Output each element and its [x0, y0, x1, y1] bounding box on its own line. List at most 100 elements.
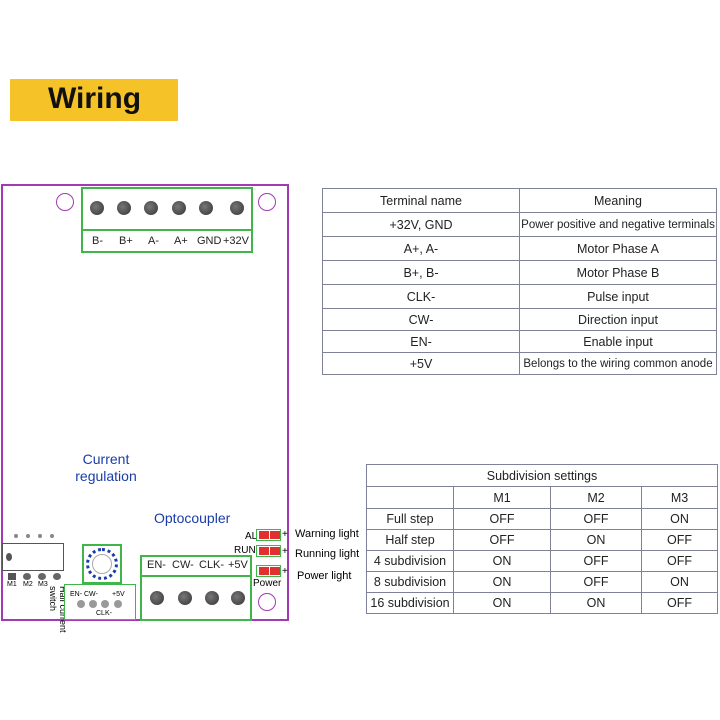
table-cell: Belongs to the wiring common anode — [519, 352, 717, 375]
terminal-label-b-plus: B+ — [119, 235, 133, 247]
top-terminal-block — [81, 187, 253, 231]
connector-pin — [89, 600, 97, 608]
terminal-screw — [231, 591, 245, 605]
table-row: 16 subdivision ON ON OFF — [366, 592, 718, 614]
power-led — [256, 565, 281, 577]
led-label-power: Power — [253, 578, 282, 589]
dip-toggle-m3[interactable] — [38, 573, 46, 580]
running-light-label: Running light — [295, 548, 360, 560]
terminal-screw — [117, 201, 131, 215]
table-cell: CLK- — [322, 284, 520, 309]
dip-toggle-m1[interactable] — [8, 573, 16, 580]
table-cell: Enable input — [519, 330, 717, 353]
potentiometer[interactable] — [82, 544, 122, 584]
table-row: EN- Enable input — [322, 330, 717, 353]
led-light — [259, 547, 269, 555]
table-cell: OFF — [453, 529, 551, 551]
led-light — [270, 567, 280, 575]
mounting-hole — [258, 193, 276, 211]
pin-dot — [26, 534, 30, 538]
subdivision-table-title: Subdivision settings — [366, 464, 718, 487]
table-cell: CW- — [322, 308, 520, 331]
table-row: +5V Belongs to the wiring common anode — [322, 352, 717, 375]
pin-dot — [14, 534, 18, 538]
table-header: Terminal name — [322, 188, 520, 213]
connector-pin — [114, 600, 122, 608]
connector-pin — [77, 600, 85, 608]
terminal-label-b-minus: B- — [92, 235, 103, 247]
mounting-hole — [56, 193, 74, 211]
dip-notch — [6, 553, 12, 561]
bottom-terminal-label-strip — [140, 555, 252, 575]
table-cell: Power positive and negative terminals — [519, 212, 717, 237]
table-cell: ON — [453, 571, 551, 593]
terminal-screw — [90, 201, 104, 215]
table-cell: OFF — [550, 571, 642, 593]
terminal-label-clk: CLK- — [199, 559, 225, 571]
power-light-label: Power light — [297, 570, 352, 582]
optocoupler-label: Optocoupler — [154, 510, 231, 526]
table-row: Half step OFF ON OFF — [366, 529, 718, 551]
dip-label-m3: M3 — [38, 581, 48, 588]
table-cell: Motor Phase B — [519, 260, 717, 285]
warning-led — [256, 529, 281, 541]
table-cell: ON — [453, 550, 551, 572]
table-cell: Pulse input — [519, 284, 717, 309]
led-plus: + — [282, 546, 288, 557]
table-cell: Half step — [366, 529, 454, 551]
small-connector — [64, 584, 136, 620]
table-row: CW- Direction input — [322, 308, 717, 331]
terminal-label-gnd: GND — [197, 235, 222, 247]
terminal-screw — [172, 201, 186, 215]
table-cell: 16 subdivision — [366, 592, 454, 614]
table-row: CLK- Pulse input — [322, 284, 717, 309]
subdivision-table: Subdivision settings M1 M2 M3 Full step … — [366, 464, 718, 614]
table-cell: ON — [550, 529, 642, 551]
table-cell: OFF — [641, 550, 718, 572]
terminal-label-a-minus: A- — [148, 235, 159, 247]
running-led — [256, 545, 281, 557]
table-cell: OFF — [641, 529, 718, 551]
table-row: 8 subdivision ON OFF ON — [366, 571, 718, 593]
small-connector-5v-label: +5V — [112, 591, 125, 598]
table-row: Full step OFF OFF ON — [366, 508, 718, 530]
terminal-label-32v: +32V — [223, 235, 249, 247]
table-header: M1 — [453, 486, 551, 509]
table-header: M2 — [550, 486, 642, 509]
table-cell: OFF — [453, 508, 551, 530]
terminal-screw — [205, 591, 219, 605]
table-cell: ON — [550, 592, 642, 614]
table-cell: B+, B- — [322, 260, 520, 285]
table-cell: OFF — [550, 550, 642, 572]
mounting-hole — [258, 593, 276, 611]
dip-toggle-half-current[interactable] — [53, 573, 61, 580]
title-banner: Wiring — [10, 79, 178, 121]
table-cell: A+, A- — [322, 236, 520, 261]
pot-ring — [86, 548, 118, 580]
led-light — [259, 531, 269, 539]
terminal-screw — [150, 591, 164, 605]
led-label-run: RUN — [234, 545, 256, 556]
table-cell: 8 subdivision — [366, 571, 454, 593]
small-connector-top-label: EN- CW- — [70, 591, 98, 598]
terminal-label-cw: CW- — [172, 559, 194, 571]
table-row: A+, A- Motor Phase A — [322, 236, 717, 261]
terminal-label-a-plus: A+ — [174, 235, 188, 247]
small-connector-clk-label: CLK- — [96, 610, 112, 617]
dip-switch[interactable] — [2, 543, 64, 571]
table-cell: OFF — [550, 508, 642, 530]
terminal-screw — [230, 201, 244, 215]
dip-toggle-m2[interactable] — [23, 573, 31, 580]
table-cell: +32V, GND — [322, 212, 520, 237]
dip-label-m2: M2 — [23, 581, 33, 588]
table-header-row: M1 M2 M3 — [366, 486, 718, 509]
table-cell: ON — [641, 571, 718, 593]
table-row: +32V, GND Power positive and negative te… — [322, 212, 717, 237]
table-cell: Motor Phase A — [519, 236, 717, 261]
led-plus: + — [282, 529, 288, 540]
table-cell: Direction input — [519, 308, 717, 331]
table-cell: EN- — [322, 330, 520, 353]
led-label-al: AL — [245, 531, 258, 542]
table-header: M3 — [641, 486, 718, 509]
table-cell: ON — [453, 592, 551, 614]
